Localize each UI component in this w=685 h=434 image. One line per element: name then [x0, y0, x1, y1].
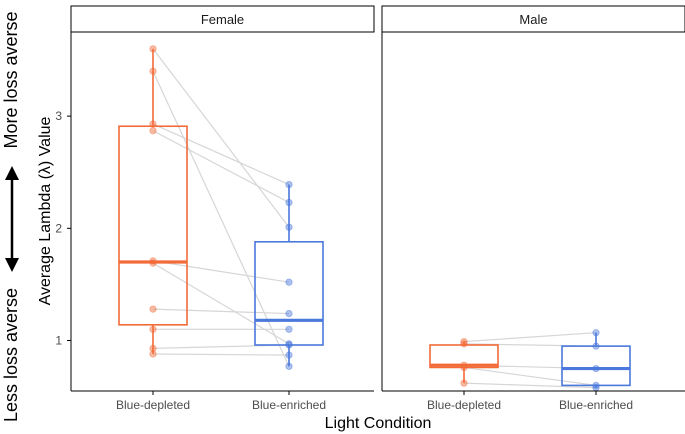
facet-strip-male — [381, 5, 685, 33]
data-point-blue-depleted — [149, 305, 157, 313]
data-point-blue-enriched — [285, 223, 293, 231]
paired-line — [463, 332, 597, 343]
facet-strip-female — [70, 5, 375, 33]
data-point-blue-depleted — [460, 338, 468, 346]
data-point-blue-depleted — [460, 363, 468, 372]
data-point-blue-enriched — [285, 341, 293, 349]
data-point-blue-enriched — [285, 351, 293, 359]
data-point-blue-enriched — [285, 325, 293, 333]
annotation-less-loss-averse: Less loss averse — [1, 288, 21, 422]
paired-line — [152, 71, 290, 367]
paired-line — [152, 260, 290, 283]
data-point-blue-enriched — [285, 278, 293, 286]
data-point-blue-depleted — [149, 259, 157, 267]
panel-female — [118, 45, 324, 370]
data-point-blue-enriched — [285, 180, 293, 189]
y-tick-label: 3 — [55, 109, 62, 123]
data-point-blue-depleted — [149, 45, 157, 53]
x-tick-label-male-enriched: Blue-enriched — [559, 398, 633, 412]
data-point-blue-enriched — [285, 362, 293, 370]
x-axis-title: Light Condition — [325, 415, 432, 432]
data-point-blue-enriched — [592, 381, 600, 389]
data-point-blue-depleted — [149, 344, 157, 352]
data-point-blue-depleted — [149, 325, 157, 333]
x-tick-label-male-depleted: Blue-depleted — [427, 398, 501, 412]
data-point-blue-enriched — [592, 342, 600, 350]
data-point-blue-depleted — [460, 379, 468, 387]
annotation-more-loss-averse: More loss averse — [1, 11, 21, 148]
data-point-blue-depleted — [149, 257, 157, 265]
box-blue-enriched — [561, 345, 631, 387]
facet-male: Male Blue-depleted Blue-enriched — [381, 5, 685, 412]
y-ticks: 1 2 3 — [55, 109, 71, 348]
paired-line — [152, 262, 290, 345]
data-point-blue-depleted — [149, 127, 157, 135]
facet-female: Female Blue-depleted Blue-enriched — [70, 5, 375, 412]
paired-line — [152, 130, 290, 204]
data-point-blue-depleted — [460, 340, 468, 348]
y-tick-label: 1 — [55, 334, 62, 348]
y-axis-title: Average Lambda (λ) Value — [37, 116, 54, 305]
data-point-blue-depleted — [149, 350, 157, 358]
data-point-blue-depleted — [460, 361, 468, 369]
box-blue-depleted — [118, 125, 188, 326]
data-point-blue-depleted — [149, 67, 157, 75]
double-arrow-icon — [5, 166, 19, 272]
data-point-blue-enriched — [592, 364, 600, 373]
data-point-blue-enriched — [285, 309, 293, 318]
panel-male — [429, 329, 631, 392]
box-blue-enriched — [254, 240, 324, 346]
paired-line — [152, 308, 290, 315]
paired-line — [463, 366, 597, 386]
facet-label-male: Male — [519, 12, 547, 27]
paired-line — [152, 353, 290, 356]
paired-line — [152, 123, 290, 186]
x-tick-label-female-depleted: Blue-depleted — [116, 398, 190, 412]
y-tick-label: 2 — [55, 221, 62, 235]
facet-label-female: Female — [201, 12, 244, 27]
data-point-blue-depleted — [149, 120, 157, 128]
data-point-blue-enriched — [592, 384, 600, 392]
data-point-blue-enriched — [592, 329, 600, 337]
paired-line — [463, 382, 597, 389]
data-point-blue-enriched — [285, 198, 293, 207]
x-tick-label-female-enriched: Blue-enriched — [252, 398, 326, 412]
paired-line — [152, 48, 290, 228]
